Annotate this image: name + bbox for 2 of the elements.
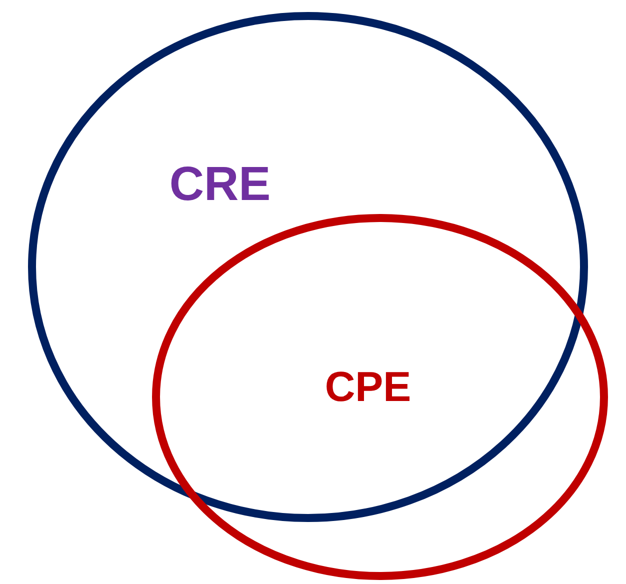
set-label: CPE [324,366,412,408]
set-label: CRE [169,161,271,209]
